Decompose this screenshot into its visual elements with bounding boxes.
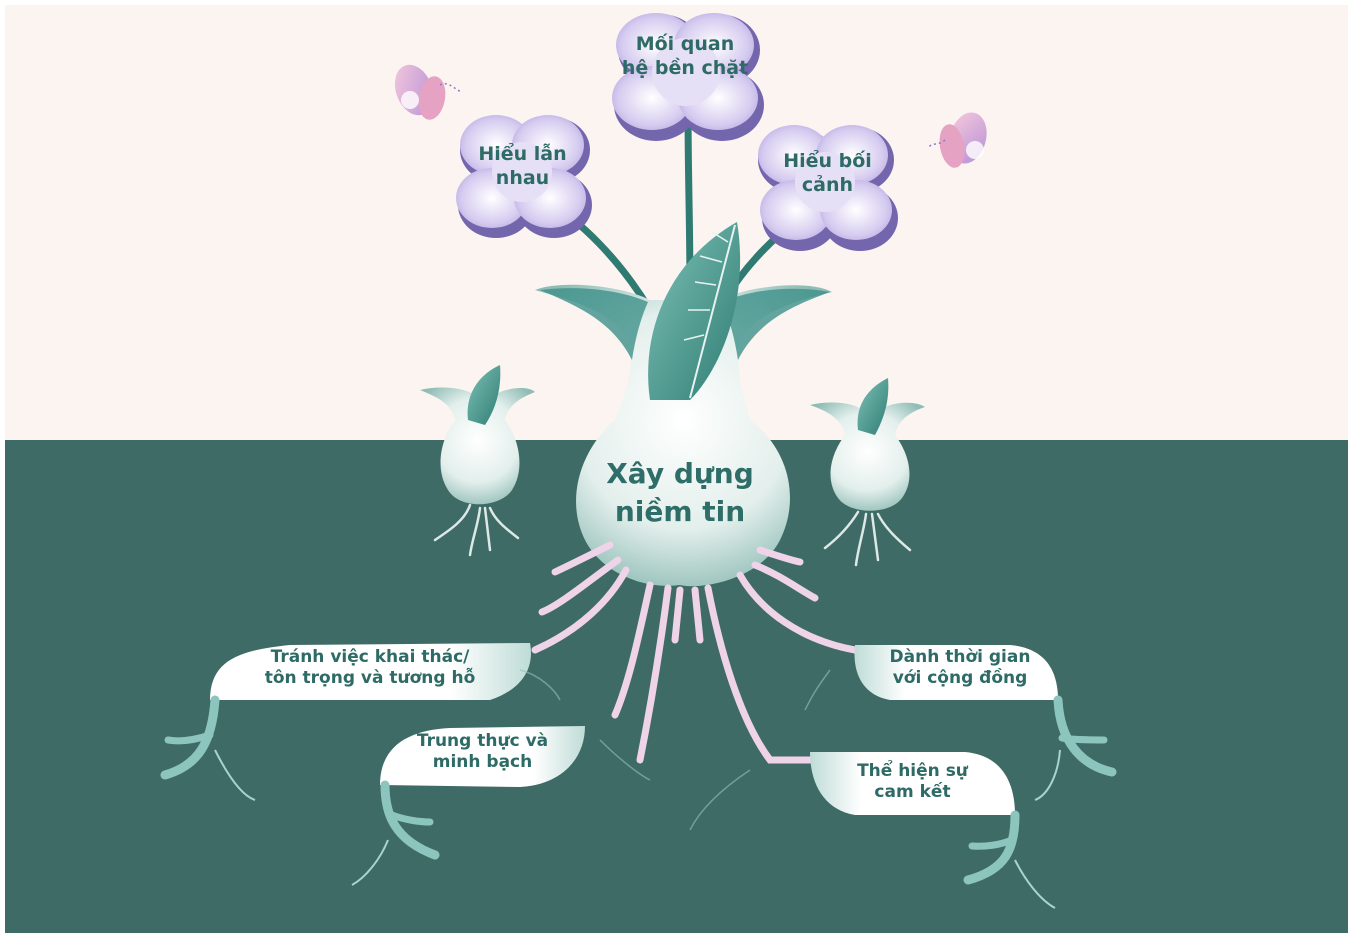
root-label-line: Tránh việc khai thác/: [245, 647, 495, 668]
flower-label-context: Hiểu bối cảnh: [760, 150, 895, 198]
root-label-line: Trung thực và: [400, 731, 565, 752]
root-label-line: Thể hiện sự: [830, 761, 995, 782]
root-label-line: Dành thời gian: [870, 647, 1050, 668]
root-label-commitment: Thể hiện sự cam kết: [830, 761, 995, 804]
flower-label-line: cảnh: [760, 174, 895, 198]
flower-label-line: nhau: [455, 167, 590, 191]
root-label-line: tôn trọng và tương hỗ: [245, 668, 495, 689]
root-label-line: với cộng đồng: [870, 668, 1050, 689]
central-topic-label: Xây dựng niềm tin: [585, 455, 775, 531]
flower-label-line: Hiểu lẫn: [455, 143, 590, 167]
root-label-line: minh bạch: [400, 752, 565, 773]
root-label-community-time: Dành thời gian với cộng đồng: [870, 647, 1050, 690]
flower-label-line: hệ bền chặt: [600, 57, 770, 81]
flower-label-mutual-understanding: Hiểu lẫn nhau: [455, 143, 590, 191]
central-topic-line: Xây dựng: [585, 455, 775, 493]
root-label-honesty: Trung thực và minh bạch: [400, 731, 565, 774]
flower-label-strong-relationship: Mối quan hệ bền chặt: [600, 33, 770, 81]
flower-label-line: Mối quan: [600, 33, 770, 57]
central-topic-line: niềm tin: [585, 493, 775, 531]
root-label-avoid-exploitation: Tránh việc khai thác/ tôn trọng và tương…: [245, 647, 495, 690]
flower-label-line: Hiểu bối: [760, 150, 895, 174]
root-label-line: cam kết: [830, 782, 995, 803]
